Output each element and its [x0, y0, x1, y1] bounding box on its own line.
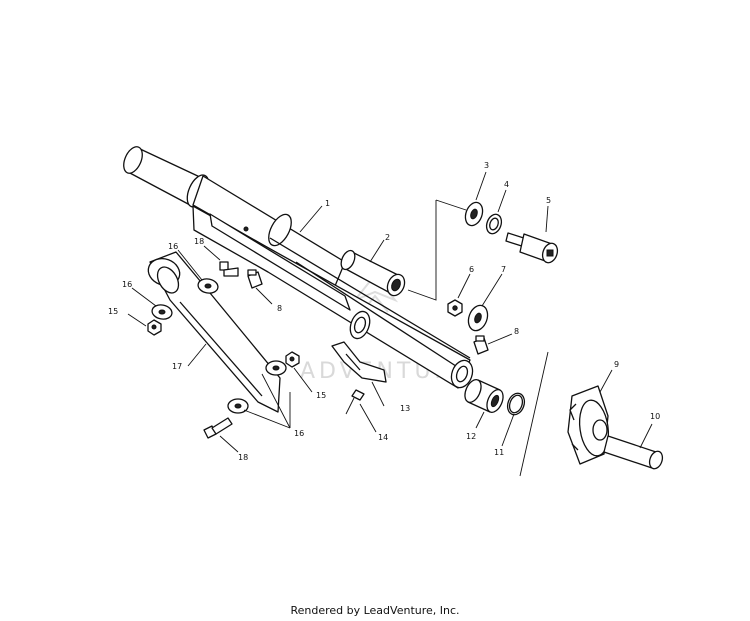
label-15a: 15	[108, 307, 118, 316]
washer-16b	[151, 304, 173, 320]
bushing-tube	[340, 249, 406, 297]
label-1: 1	[325, 199, 330, 208]
washer-16a	[197, 278, 219, 294]
grease-fitting-8b	[473, 335, 489, 355]
label-5: 5	[546, 196, 551, 205]
label-16b: 16	[122, 280, 132, 289]
label-14: 14	[378, 433, 388, 442]
label-10: 10	[650, 412, 660, 421]
snap-ring-11	[506, 392, 526, 416]
label-16a: 16	[168, 242, 178, 251]
label-7: 7	[501, 265, 506, 274]
bushing-4	[485, 213, 503, 235]
bracket-13	[331, 341, 387, 383]
washer-16c	[265, 360, 287, 376]
washer-3	[464, 201, 484, 227]
label-12: 12	[466, 432, 476, 441]
shoulder-bolt-5	[505, 232, 559, 264]
label-13: 13	[400, 404, 410, 413]
part-labels: 1 2 3 4 5 6 7 8 8 9 10 11 12 13 14 15 15…	[108, 161, 660, 462]
nut-15b	[285, 351, 300, 368]
washer-7	[467, 304, 489, 332]
label-11: 11	[494, 448, 504, 457]
washer-16d	[227, 398, 249, 414]
nut-6	[447, 299, 463, 317]
pin-10	[603, 435, 664, 470]
label-8b: 8	[514, 327, 519, 336]
label-16c: 16	[294, 429, 304, 438]
torque-link-17	[147, 251, 281, 413]
swing-arm	[123, 146, 474, 389]
label-4: 4	[504, 180, 509, 189]
label-6: 6	[469, 265, 474, 274]
bolt-18b	[203, 417, 233, 439]
hub-9	[567, 385, 610, 465]
rivet-14	[345, 389, 365, 415]
label-18b: 18	[238, 453, 248, 462]
label-15b: 15	[316, 391, 326, 400]
bushing-12	[464, 379, 504, 413]
label-18a: 18	[194, 237, 204, 246]
leader-lines	[127, 171, 653, 477]
grease-fitting-8a	[247, 269, 263, 289]
label-2: 2	[385, 233, 390, 242]
label-17: 17	[172, 362, 182, 371]
render-credit: Rendered by LeadVenture, Inc.	[290, 604, 460, 617]
label-9: 9	[614, 360, 619, 369]
bolt-18a	[219, 261, 239, 277]
label-8a: 8	[277, 304, 282, 313]
label-3: 3	[484, 161, 489, 170]
nut-15a	[147, 319, 162, 336]
